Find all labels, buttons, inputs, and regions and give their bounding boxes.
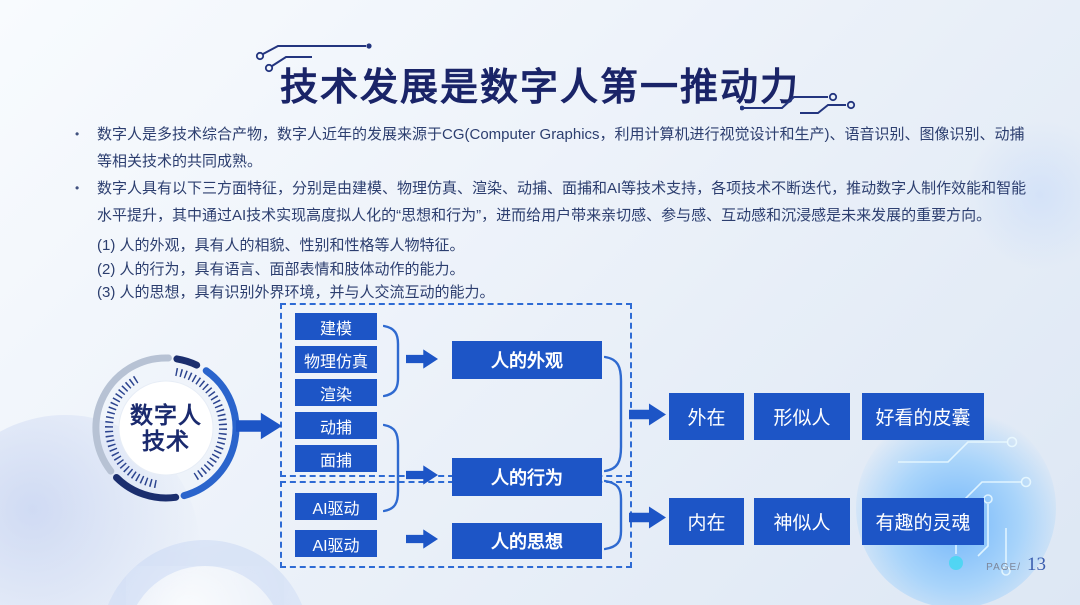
hub-label: 数字人 技术 [88, 350, 244, 506]
result-box-good-looking-shell: 好看的皮囊 [862, 393, 984, 440]
page-number: 13 [1027, 554, 1046, 575]
bracket-external-group-icon [604, 355, 623, 473]
bullet-text: 数字人具有以下三方面特征，分别是由建模、物理仿真、渲染、动捕、面捕和AI等技术支… [97, 180, 1027, 224]
bullet-marker: • [75, 127, 80, 141]
bracket-capture-group-icon [383, 423, 400, 513]
page-footer: PAGE/ 13 [986, 554, 1046, 576]
result-box-external: 外在 [669, 393, 744, 440]
feature-box-behavior: 人的行为 [452, 458, 602, 496]
page-label: PAGE/ [986, 562, 1021, 573]
arrow-to-external-row-icon [629, 403, 666, 426]
numbered-item-1: (1) 人的外观，具有人的相貌、性别和性格等人物特征。 [97, 237, 465, 254]
result-box-looks-like-human: 形似人 [754, 393, 850, 440]
hub-label-line2: 技术 [142, 428, 190, 454]
numbered-item-2: (2) 人的行为，具有语言、面部表情和肢体动作的能力。 [97, 260, 465, 278]
hub-ring-icon [92, 354, 240, 502]
bullet-marker: • [75, 181, 80, 195]
hub-label-line1: 数字人 [130, 401, 202, 428]
feature-box-thought: 人的思想 [452, 523, 602, 559]
glass-ring-decoration [100, 540, 310, 605]
digital-human-tech-hub: 数字人 技术 [88, 350, 244, 506]
tech-box-ai-driven-2: AI驱动 [295, 530, 377, 557]
tech-box-ai-driven-1: AI驱动 [295, 493, 377, 520]
bullet-text: 数字人是多技术综合产物，数字人近年的发展来源于CG(Computer Graph… [97, 126, 1025, 170]
tech-box-physics-sim: 物理仿真 [295, 346, 377, 373]
tech-box-face-capture: 面捕 [295, 445, 377, 472]
numbered-item-3: (3) 人的思想，具有识别外界环境，并与人交流互动的能力。 [97, 284, 495, 301]
tech-box-modeling: 建模 [295, 313, 377, 340]
bullet-item: • 数字人具有以下三方面特征，分别是由建模、物理仿真、渲染、动捕、面捕和AI等技… [75, 175, 1033, 229]
result-box-spirit-like-human: 神似人 [754, 498, 850, 545]
arrow-to-internal-row-icon [629, 506, 666, 529]
bracket-internal-group-icon [604, 479, 623, 551]
result-box-interesting-soul: 有趣的灵魂 [862, 498, 984, 545]
bracket-modeling-group-icon [383, 324, 400, 398]
body-text-block: • 数字人是多技术综合产物，数字人近年的发展来源于CG(Computer Gra… [75, 121, 1033, 305]
result-box-internal: 内在 [669, 498, 744, 545]
page-title: 技术发展是数字人第一推动力 [279, 67, 800, 109]
feature-box-appearance: 人的外观 [452, 341, 602, 379]
tech-box-motion-capture: 动捕 [295, 412, 377, 439]
bullet-item: • 数字人是多技术综合产物，数字人近年的发展来源于CG(Computer Gra… [75, 121, 1033, 175]
tech-box-rendering: 渲染 [295, 379, 377, 406]
